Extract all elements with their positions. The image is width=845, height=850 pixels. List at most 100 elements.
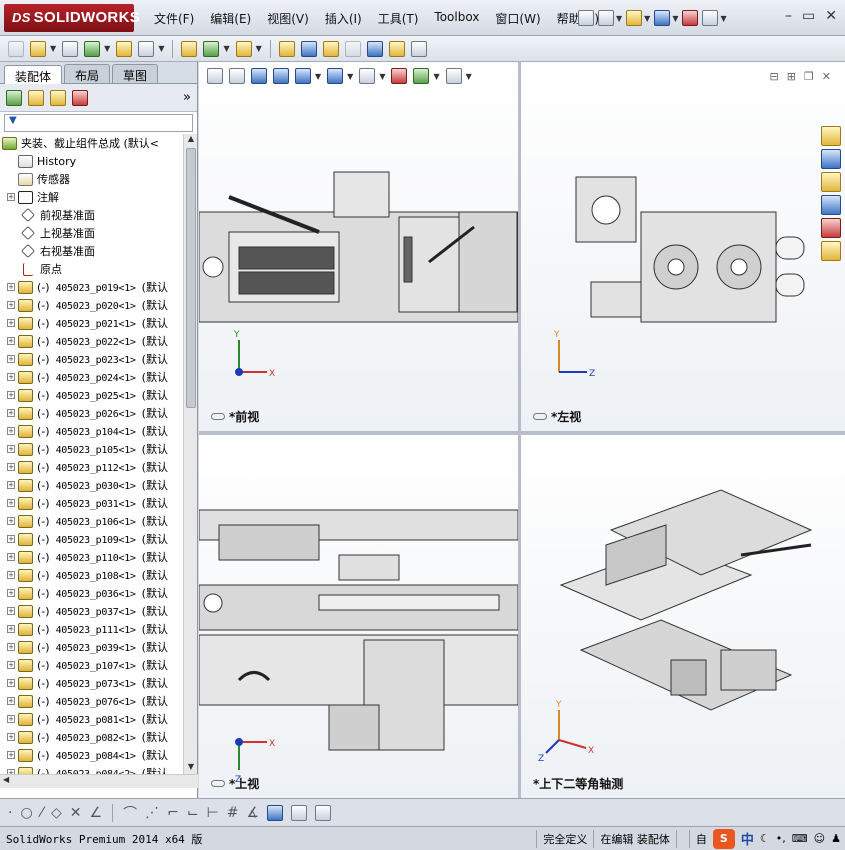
open-icon[interactable]: [626, 10, 643, 26]
smart-fastener-icon[interactable]: [116, 40, 133, 57]
grid-icon[interactable]: #: [226, 804, 239, 821]
chevron-down-icon[interactable]: ▼: [616, 13, 623, 23]
configuration-manager-icon[interactable]: [50, 89, 66, 106]
expand-icon[interactable]: +: [7, 751, 15, 759]
menu-item-5[interactable]: Toolbox: [434, 10, 480, 24]
expand-icon[interactable]: +: [7, 715, 15, 723]
apply-scene-icon[interactable]: [413, 68, 430, 84]
scrollbar-thumb[interactable]: [186, 148, 196, 408]
chevron-down-icon[interactable]: ▼: [223, 44, 230, 53]
tree-node[interactable]: 前视基准面: [0, 206, 183, 224]
appearances-icon[interactable]: [821, 218, 841, 238]
file-explorer-icon[interactable]: [821, 172, 841, 192]
iso-view-model[interactable]: Y X Z: [521, 435, 845, 798]
dimension-icon[interactable]: ⊢: [206, 804, 219, 821]
expand-icon[interactable]: +: [7, 589, 15, 597]
chevron-down-icon[interactable]: ▼: [347, 71, 354, 81]
chevron-down-icon[interactable]: ▼: [315, 71, 322, 81]
property-manager-icon[interactable]: [28, 89, 44, 106]
chevron-down-icon[interactable]: ▼: [672, 13, 679, 23]
component-row[interactable]: +(-)405023_p036<1>(默认: [0, 584, 183, 602]
view-palette-icon[interactable]: [821, 195, 841, 215]
component-row[interactable]: +(-)405023_p107<1>(默认: [0, 656, 183, 674]
expand-icon[interactable]: +: [7, 463, 15, 471]
component-row[interactable]: +(-)405023_p039<1>(默认: [0, 638, 183, 656]
tab-layout[interactable]: 布局: [64, 64, 111, 83]
menu-item-4[interactable]: 工具(T): [377, 12, 419, 26]
component-row[interactable]: +(-)405023_p081<1>(默认: [0, 710, 183, 728]
explode-line-icon[interactable]: [344, 40, 361, 57]
chevron-down-icon[interactable]: ▼: [104, 44, 111, 53]
viewport-vertical-splitter[interactable]: [518, 62, 521, 798]
restore-icon[interactable]: ❐: [803, 70, 814, 83]
menu-item-3[interactable]: 插入(I): [324, 12, 362, 26]
component-row[interactable]: +(-)405023_p022<1>(默认: [0, 332, 183, 350]
chamfer-icon[interactable]: ⌙: [186, 804, 199, 821]
circle-icon[interactable]: ○: [20, 804, 33, 821]
tab-assembly[interactable]: 装配体: [4, 65, 63, 84]
expand-icon[interactable]: +: [7, 481, 15, 489]
hide-show-items-icon[interactable]: [359, 68, 376, 84]
expand-icon[interactable]: +: [7, 427, 15, 435]
pin-icon[interactable]: [578, 10, 594, 26]
display-style-icon[interactable]: [327, 68, 344, 84]
expand-icon[interactable]: +: [7, 319, 15, 327]
component-row[interactable]: +(-)405023_p105<1>(默认: [0, 440, 183, 458]
expand-icon[interactable]: +: [7, 409, 15, 417]
insert-component-icon[interactable]: [8, 40, 24, 57]
tree-node[interactable]: 传感器: [0, 170, 183, 188]
user-icon[interactable]: ☺: [813, 832, 826, 845]
close-icon[interactable]: ✕: [825, 8, 837, 24]
graphics-area[interactable]: ▼ ▼ ▼ ▼ ▼: [199, 62, 845, 798]
zoom-to-area-icon[interactable]: [229, 68, 245, 84]
minimize-icon[interactable]: –: [785, 8, 793, 24]
expand-icon[interactable]: +: [7, 625, 15, 633]
viewport-top[interactable]: Z X *上视: [199, 435, 518, 798]
display-manager-icon[interactable]: [72, 89, 88, 106]
close-view-icon[interactable]: ✕: [821, 70, 831, 83]
tree-filter[interactable]: ▼: [4, 114, 193, 132]
maximize-icon[interactable]: ▭: [802, 8, 816, 24]
tree-node[interactable]: 右视基准面: [0, 242, 183, 260]
angle-icon[interactable]: ∡: [246, 804, 260, 821]
keyboard-icon[interactable]: ⌨: [791, 832, 808, 845]
expand-icon[interactable]: +: [7, 733, 15, 741]
move-component-icon[interactable]: [138, 40, 155, 57]
link-views-icon[interactable]: ⊞: [786, 70, 796, 83]
expand-icon[interactable]: +: [7, 553, 15, 561]
ime-language[interactable]: 中: [740, 833, 754, 848]
show-hidden-icon[interactable]: [181, 40, 198, 57]
zoom-to-fit-icon[interactable]: [207, 68, 223, 84]
component-row[interactable]: +(-)405023_p082<1>(默认: [0, 728, 183, 746]
component-row[interactable]: +(-)405023_p109<1>(默认: [0, 530, 183, 548]
component-row[interactable]: +(-)405023_p111<1>(默认: [0, 620, 183, 638]
view-visibility-icon[interactable]: [211, 780, 225, 787]
clip-icon[interactable]: [62, 40, 79, 57]
front-view-model[interactable]: Y X: [199, 62, 518, 431]
component-row[interactable]: +(-)405023_p023<1>(默认: [0, 350, 183, 368]
skin-icon[interactable]: ♟: [831, 832, 841, 845]
interference-detection-icon[interactable]: [366, 40, 383, 57]
chevron-down-icon[interactable]: ▼: [433, 71, 440, 81]
component-row[interactable]: +(-)405023_p031<1>(默认: [0, 494, 183, 512]
single-view-icon[interactable]: [291, 804, 308, 821]
reference-geometry-icon[interactable]: [235, 40, 252, 57]
help-icon[interactable]: [702, 10, 719, 26]
tree-node[interactable]: 上视基准面: [0, 224, 183, 242]
expand-icon[interactable]: +: [7, 499, 15, 507]
exploded-view-icon[interactable]: [322, 40, 339, 57]
chevron-down-icon[interactable]: ▼: [379, 71, 386, 81]
offset-icon[interactable]: ⌒: [123, 805, 138, 822]
scroll-up-icon[interactable]: ▲: [187, 134, 195, 143]
fillet-icon[interactable]: ⌐: [167, 804, 179, 821]
instant3d-icon[interactable]: [410, 40, 427, 57]
chevron-down-icon[interactable]: ▼: [255, 44, 262, 53]
assembly-features-icon[interactable]: [203, 40, 220, 57]
top-view-model[interactable]: Z X: [199, 435, 518, 798]
component-row[interactable]: +(-)405023_p108<1>(默认: [0, 566, 183, 584]
view-settings-icon[interactable]: [445, 68, 462, 84]
viewport-front[interactable]: ▼ ▼ ▼ ▼ ▼: [199, 62, 518, 431]
component-row[interactable]: +(-)405023_p110<1>(默认: [0, 548, 183, 566]
sogou-ime-icon[interactable]: S: [712, 828, 735, 849]
